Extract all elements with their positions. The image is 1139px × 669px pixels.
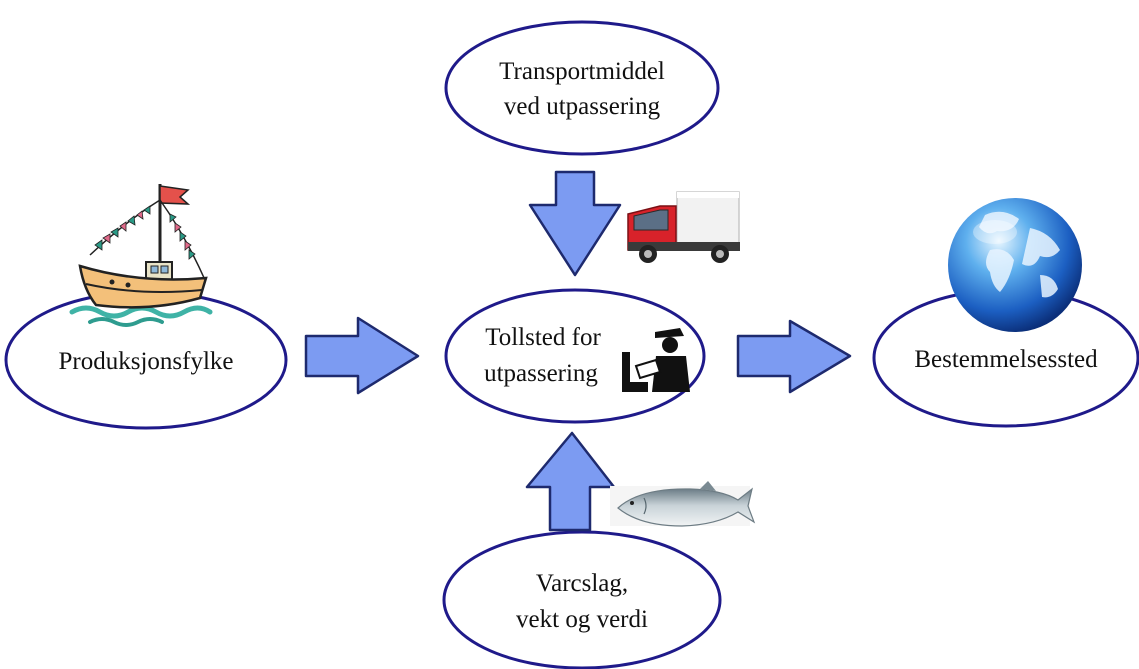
destination-node: Bestemmelsessted — [872, 288, 1139, 428]
globe-icon — [948, 198, 1082, 332]
boat-icon — [69, 184, 213, 327]
customs-label-line1: Tollsted for — [485, 324, 601, 351]
arrow-production-to-customs — [304, 316, 420, 395]
fish-icon — [610, 481, 756, 527]
transport-node: Transportmiddel ved utpassering — [444, 20, 720, 156]
transport-label-line2: ved utpassering — [504, 93, 661, 120]
goods-node: Varcslag, vekt og verdi — [442, 530, 722, 669]
customs-label-line2: utpassering — [484, 360, 598, 387]
arrow-goods-to-customs — [525, 431, 616, 532]
goods-label-line1: Varcslag, — [536, 570, 628, 597]
production-label: Produksjonsfylke — [59, 348, 234, 375]
transport-label-line1: Transportmiddel — [499, 58, 665, 85]
destination-label: Bestemmelsessted — [914, 346, 1098, 373]
arrow-transport-to-customs — [528, 170, 622, 277]
production-node: Produksjonsfylke — [4, 290, 288, 430]
goods-label-line2: vekt og verdi — [516, 606, 648, 633]
arrow-customs-to-destination — [736, 319, 852, 394]
customs-officer-icon — [622, 328, 690, 392]
truck-icon — [627, 191, 740, 263]
